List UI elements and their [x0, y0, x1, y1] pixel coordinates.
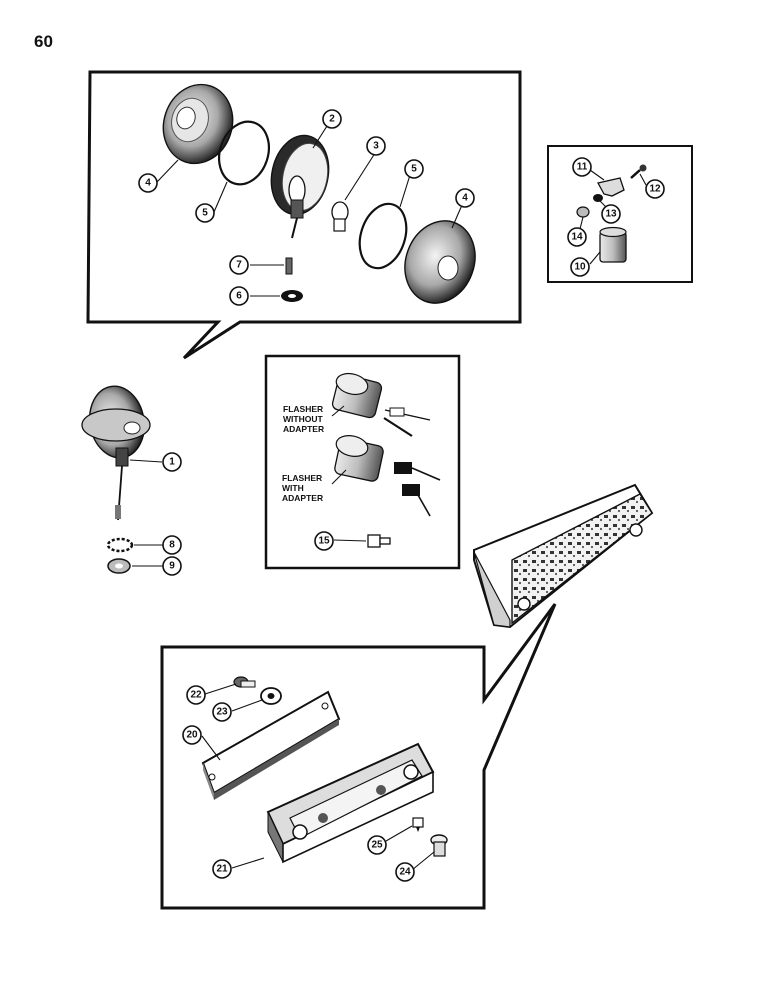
svg-text:7: 7 — [236, 260, 242, 271]
callout: 3 — [366, 136, 386, 156]
callout: 2 — [322, 109, 342, 129]
callouts-panel-detail: 22 23 20 21 25 24 — [182, 685, 415, 882]
lamp-exploded-parts — [162, 83, 476, 304]
washer-icon — [281, 290, 303, 302]
gasket-right-icon — [358, 202, 408, 270]
lens-right-icon — [404, 220, 476, 304]
svg-text:22: 22 — [190, 690, 202, 701]
fuse-panel-icon — [473, 483, 654, 629]
svg-text:FLASHER: FLASHER — [282, 473, 322, 483]
svg-text:WITH: WITH — [282, 483, 304, 493]
svg-text:5: 5 — [411, 164, 417, 175]
svg-text:15: 15 — [318, 536, 330, 547]
callout: 13 — [601, 204, 621, 224]
nut-small-icon — [576, 206, 590, 218]
callout: 22 — [186, 685, 206, 705]
lamp-assembly-icon — [81, 385, 151, 521]
callout: 1 — [162, 452, 182, 472]
callout: 9 — [162, 556, 182, 576]
svg-text:24: 24 — [399, 867, 411, 878]
callout: 20 — [182, 725, 202, 745]
flasher-adapter-frame — [264, 354, 461, 570]
callout: 8 — [162, 535, 182, 555]
washer-panel-icon — [260, 687, 282, 705]
callout: 5 — [195, 203, 215, 223]
callout: 10 — [570, 257, 590, 277]
lamp-detail-frame — [86, 70, 522, 360]
svg-text:5: 5 — [202, 208, 208, 219]
callouts-flasher-detail: 11 12 13 14 10 — [567, 157, 665, 277]
panel-detail-frame — [160, 603, 557, 910]
callout: 11 — [572, 157, 592, 177]
panel-exploded-parts — [201, 676, 448, 864]
callouts-lamp-assembly: 1 8 9 — [162, 452, 182, 576]
callouts-lamp-detail: 4 5 2 3 5 4 7 6 — [138, 109, 475, 306]
flasher-parts — [576, 164, 647, 263]
lamp-detail-leaders — [156, 125, 463, 297]
svg-text:3: 3 — [373, 141, 379, 152]
svg-text:1: 1 — [169, 457, 175, 468]
callout: 25 — [367, 835, 387, 855]
svg-text:11: 11 — [577, 162, 588, 173]
bolt-small-icon — [630, 164, 647, 179]
svg-text:WITHOUT: WITHOUT — [283, 414, 323, 424]
svg-text:8: 8 — [169, 540, 175, 551]
svg-text:6: 6 — [236, 291, 242, 302]
svg-text:9: 9 — [169, 561, 175, 572]
flasher-label-without: FLASHER WITHOUT ADAPTER — [283, 404, 324, 434]
page-number: 60 — [34, 32, 53, 51]
callout: 6 — [229, 286, 249, 306]
callouts-adapter: 15 — [314, 531, 334, 551]
bracket-icon — [597, 177, 625, 197]
fitting-icon — [412, 817, 424, 832]
flasher-with-adapter-icon — [334, 435, 441, 517]
callout: 15 — [314, 531, 334, 551]
svg-text:21: 21 — [216, 864, 228, 875]
flasher-label-with: FLASHER WITH ADAPTER — [282, 473, 323, 503]
svg-text:4: 4 — [145, 178, 151, 189]
housing-icon — [270, 134, 330, 239]
svg-text:ADAPTER: ADAPTER — [282, 493, 323, 503]
panel-housing-icon — [266, 742, 435, 864]
svg-text:13: 13 — [605, 209, 617, 220]
callout: 4 — [138, 173, 158, 193]
svg-text:FLASHER: FLASHER — [283, 404, 323, 414]
callout: 23 — [212, 702, 232, 722]
svg-text:4: 4 — [462, 193, 468, 204]
callout: 7 — [229, 255, 249, 275]
lens-left-icon — [162, 83, 234, 165]
screw-icon — [233, 676, 256, 688]
callout: 14 — [567, 227, 587, 247]
svg-text:25: 25 — [371, 840, 383, 851]
callout: 21 — [212, 859, 232, 879]
cover-plate-icon — [201, 690, 341, 800]
callout: 12 — [645, 179, 665, 199]
panel-detail-leaders — [201, 683, 435, 871]
callout: 24 — [395, 862, 415, 882]
callout: 5 — [404, 159, 424, 179]
svg-text:ADAPTER: ADAPTER — [283, 424, 324, 434]
flasher-without-adapter-icon — [331, 372, 431, 437]
svg-text:2: 2 — [329, 114, 335, 125]
svg-text:20: 20 — [186, 730, 198, 741]
flasher-can-icon — [599, 226, 627, 263]
svg-text:23: 23 — [216, 707, 228, 718]
nut-icon — [107, 558, 131, 574]
adapter-icon — [367, 534, 391, 548]
lamp-assembly-leaders — [129, 459, 163, 567]
lockwasher-icon — [106, 537, 134, 553]
lockwasher-small-icon — [593, 194, 603, 202]
callout: 4 — [455, 188, 475, 208]
gasket-left-icon — [218, 120, 270, 186]
bolt-icon — [430, 834, 448, 857]
svg-text:14: 14 — [571, 232, 583, 243]
terminal-icon — [285, 257, 293, 275]
flasher-adapter-leaders — [331, 405, 367, 542]
bulb-icon — [331, 201, 349, 232]
flasher-parts-frame — [547, 145, 693, 283]
svg-text:10: 10 — [574, 262, 586, 273]
svg-text:12: 12 — [649, 184, 661, 195]
